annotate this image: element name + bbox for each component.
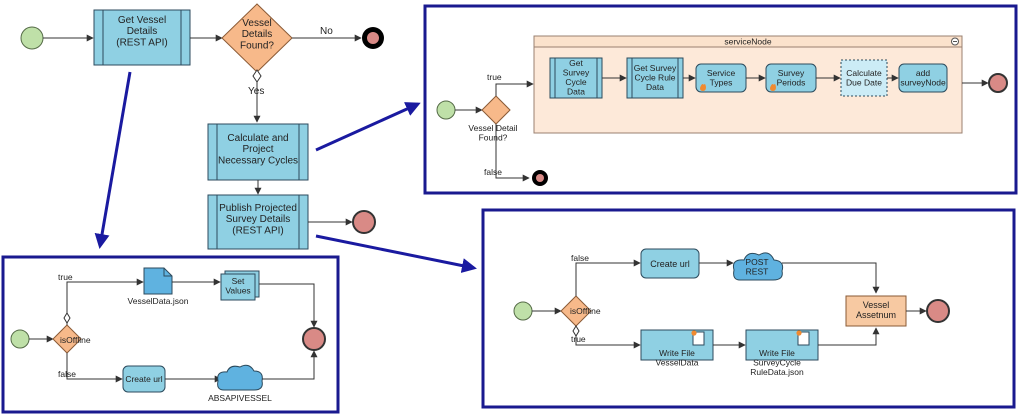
panel-a-end-event-false[interactable]	[532, 170, 548, 186]
cloud-icon	[733, 252, 784, 281]
panel-c-gateway-label: isOffline	[570, 306, 601, 316]
panel-a-end-event[interactable]	[988, 73, 1008, 93]
panel-c-start-event[interactable]	[513, 301, 533, 321]
panel-b-start-event[interactable]	[10, 329, 30, 349]
main-start-event[interactable]	[20, 26, 44, 50]
file-icon	[143, 267, 173, 295]
panel-a-start-event[interactable]	[436, 100, 456, 120]
panel-b-create-url-label: Create url	[125, 374, 162, 384]
marker-icon	[691, 330, 697, 336]
panel-b-false-label: false	[58, 369, 76, 379]
panel-b-cloud-label: ABSAPIVESSEL	[208, 393, 272, 403]
document-icon	[692, 331, 705, 346]
main-no-label: No	[320, 26, 333, 37]
main-default-flow-marker	[252, 69, 262, 83]
cloud-icon	[217, 364, 263, 391]
panel-a-false-label: false	[484, 167, 502, 177]
panel-c-true-label: true	[571, 334, 586, 344]
main-end-event-2[interactable]	[352, 210, 376, 234]
callout-arrow-to-panel-a	[315, 102, 421, 152]
script-flame-icon	[770, 83, 776, 91]
panel-b-file-label: VesselData.json	[128, 296, 189, 306]
marker-icon	[796, 330, 802, 336]
panel-b: isOffline true false VesselData.json Set…	[1, 255, 340, 414]
main-end-event-1[interactable]	[362, 27, 384, 49]
panel-c-false-label: false	[571, 253, 589, 263]
document-icon	[797, 331, 810, 346]
panel-b-true-label: true	[58, 272, 73, 282]
panel-b-create-url-task[interactable]: Create url	[122, 365, 166, 393]
callout-arrow-to-panel-c	[315, 234, 477, 273]
callout-arrow-to-panel-b	[94, 71, 132, 249]
main-yes-label: Yes	[248, 86, 264, 97]
panel-c-create-url-task[interactable]: Create url	[640, 248, 700, 279]
panel-a-true-label: true	[487, 72, 502, 82]
panel-b-end-event[interactable]	[302, 327, 326, 351]
script-flame-icon	[700, 83, 706, 91]
panel-c-end-event[interactable]	[926, 299, 950, 323]
panel-a-subprocess-title: serviceNode	[724, 37, 772, 47]
panel-a-subprocess[interactable]: serviceNode	[533, 35, 963, 134]
panel-c-create-url-label: Create url	[650, 259, 690, 269]
panel-b-cloud[interactable]: ABSAPIVESSEL	[208, 364, 272, 403]
panel-b-data-file[interactable]: VesselData.json	[128, 267, 189, 306]
panel-b-gateway-label: isOffline	[60, 335, 91, 345]
